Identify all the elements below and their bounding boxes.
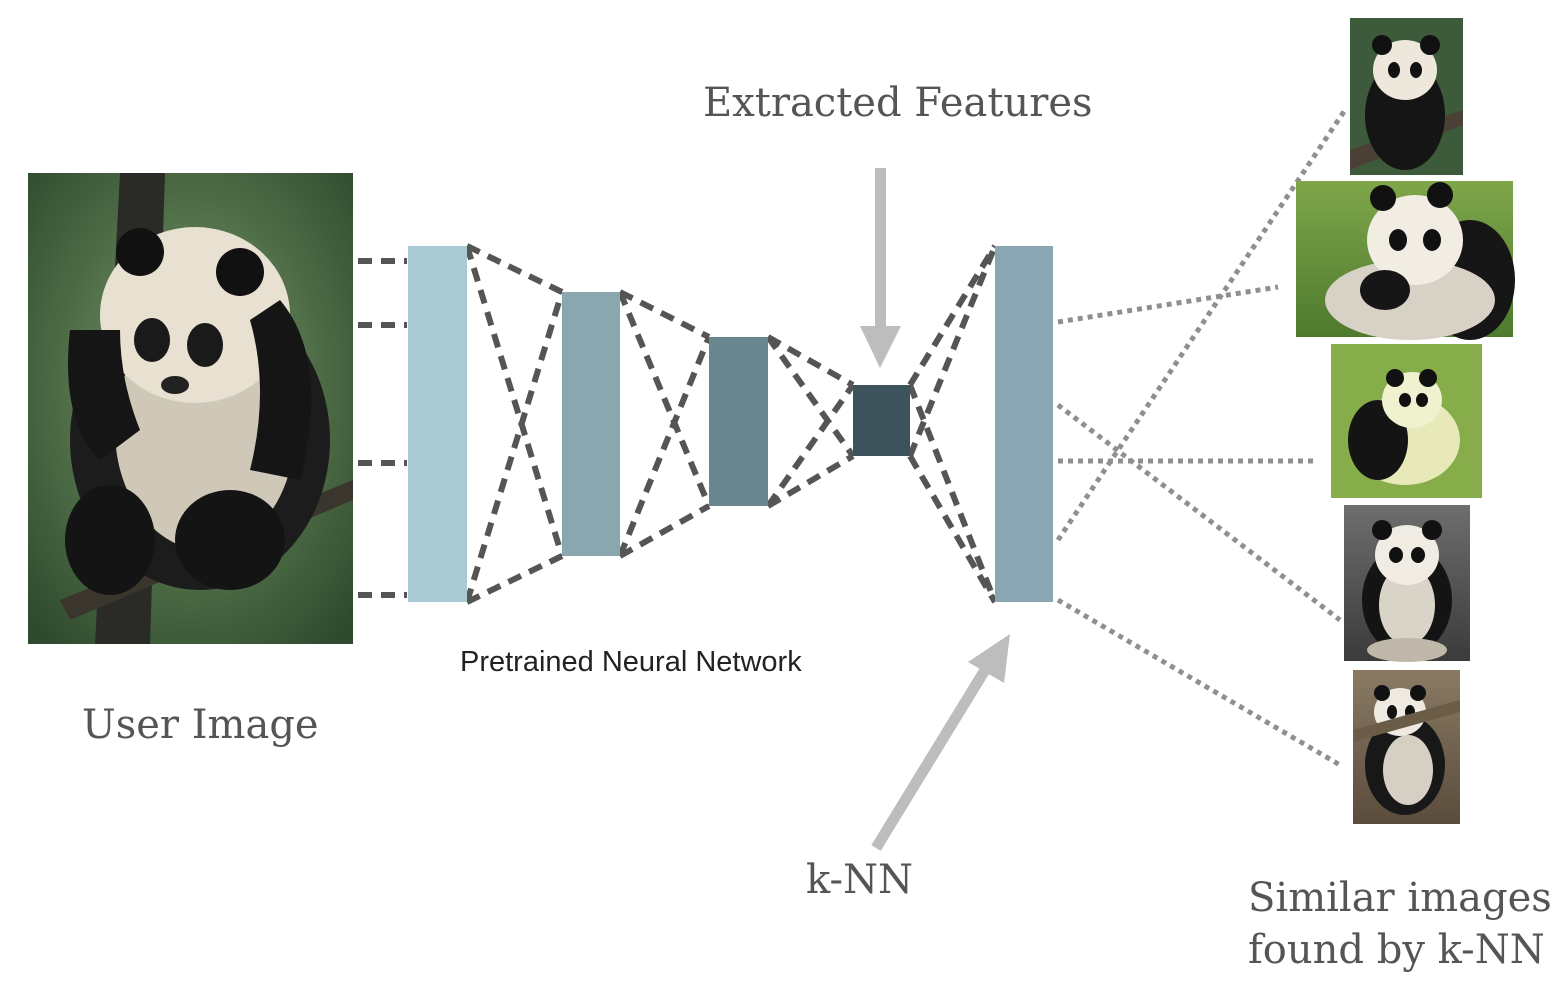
network-label: Pretrained Neural Network bbox=[460, 646, 802, 678]
layer-connector bbox=[464, 291, 565, 603]
similar-image-5 bbox=[1353, 670, 1460, 824]
layer-connector bbox=[766, 453, 855, 509]
similar-images bbox=[1296, 18, 1515, 824]
layer-connector bbox=[617, 290, 712, 508]
similar-image-3 bbox=[1331, 344, 1482, 498]
similar-image-1 bbox=[1350, 18, 1463, 175]
similar-image-2 bbox=[1296, 181, 1515, 340]
layer-connector bbox=[765, 383, 856, 508]
layer-2 bbox=[562, 292, 620, 556]
layer-connector bbox=[464, 245, 565, 557]
layer-connector bbox=[907, 244, 998, 458]
layer-connector bbox=[766, 334, 855, 388]
similar-image-4 bbox=[1344, 505, 1470, 662]
layer-connector bbox=[765, 335, 856, 458]
knn-link bbox=[1057, 284, 1279, 325]
layer-connector bbox=[465, 243, 564, 295]
network-layers bbox=[408, 246, 1053, 602]
layer-connector bbox=[907, 454, 998, 604]
knn-link bbox=[1056, 403, 1342, 622]
user-image-label: User Image bbox=[82, 702, 319, 748]
user-image bbox=[28, 173, 353, 644]
knn-link bbox=[1056, 597, 1342, 768]
similar-images-label-line-2: found by k-NN bbox=[1248, 927, 1545, 973]
knn-label: k-NN bbox=[806, 857, 914, 903]
decoder-layer bbox=[995, 246, 1053, 602]
layer-connector bbox=[907, 244, 998, 387]
layer-connector bbox=[907, 383, 998, 604]
bottleneck-layer bbox=[853, 385, 910, 456]
features-arrow bbox=[860, 168, 901, 368]
encoder-connections bbox=[358, 243, 998, 605]
layer-connector bbox=[617, 335, 712, 558]
layer-connector bbox=[618, 289, 711, 340]
similar-images-label: Similar images found by k-NN bbox=[1248, 872, 1552, 976]
extracted-features-label: Extracted Features bbox=[703, 80, 1093, 126]
layer-connector bbox=[465, 553, 564, 605]
layer-1 bbox=[408, 246, 467, 602]
similar-images-label-line-1: Similar images bbox=[1248, 875, 1552, 921]
knn-arrow bbox=[871, 634, 1010, 851]
layer-3 bbox=[709, 337, 768, 506]
layer-connector bbox=[618, 503, 711, 559]
